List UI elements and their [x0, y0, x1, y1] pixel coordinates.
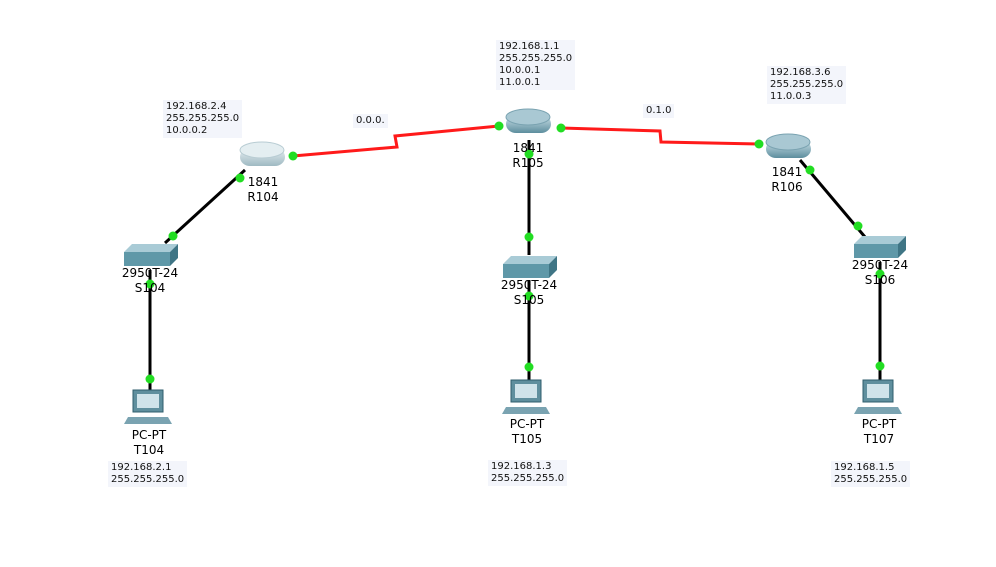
- device-name: T104: [133, 443, 165, 457]
- switch-icon[interactable]: [854, 236, 906, 258]
- serial-link-r104-r105[interactable]: [292, 124, 500, 158]
- device-model: 1841: [771, 165, 803, 179]
- pc-icon[interactable]: [502, 379, 550, 414]
- device-model: 1841: [247, 175, 279, 189]
- note-line: 255.255.255.0: [111, 474, 185, 485]
- note-line: 10.0.0.1: [499, 65, 541, 76]
- router-icon[interactable]: [239, 141, 285, 166]
- device-name: T105: [511, 432, 543, 446]
- device-model: PC-PT: [861, 417, 897, 431]
- note-line: 255.255.255.0: [166, 113, 240, 124]
- note-line: 192.168.1.5: [834, 462, 895, 473]
- device-model: 1841: [512, 141, 544, 155]
- device-name: S105: [513, 293, 545, 307]
- note-line: 192.168.3.6: [770, 67, 831, 78]
- note-line: 192.168.2.4: [166, 101, 227, 112]
- switch-icon[interactable]: [503, 256, 557, 278]
- port-status-dots: [145, 121, 885, 384]
- device-name: S104: [134, 281, 166, 295]
- link-r104-s104[interactable]: [163, 168, 247, 245]
- pc-icon[interactable]: [854, 379, 902, 414]
- device-name: R104: [247, 190, 279, 204]
- note-line: 11.0.0.1: [499, 77, 541, 88]
- device-name: R105: [512, 156, 544, 170]
- note-line: 255.255.255.0: [499, 53, 573, 64]
- device-model: PC-PT: [131, 428, 167, 442]
- device-name: R106: [771, 180, 803, 194]
- device-name: S106: [864, 273, 896, 287]
- note-line: 10.0.0.2: [166, 125, 208, 136]
- device-model: 2950T-24: [121, 266, 179, 280]
- device-model: 2950T-24: [851, 258, 909, 272]
- device-model: PC-PT: [509, 417, 545, 431]
- router-icon[interactable]: [505, 108, 551, 133]
- note-line: 11.0.0.3: [770, 91, 812, 102]
- note-line: 192.168.1.1: [499, 41, 560, 52]
- device-model: 2950T-24: [500, 278, 558, 292]
- note-link-left: 0.0.0.: [353, 114, 388, 128]
- device-name: T107: [863, 432, 895, 446]
- router-icon[interactable]: [765, 133, 811, 158]
- note-line: 255.255.255.0: [834, 474, 908, 485]
- note-link-right: 0.1.0: [643, 104, 675, 118]
- note-line: 192.168.1.3: [491, 461, 552, 472]
- serial-link-r105-r106[interactable]: [560, 126, 760, 146]
- pc-icon[interactable]: [124, 389, 172, 424]
- note-line: 255.255.255.0: [491, 473, 565, 484]
- switch-icon[interactable]: [124, 244, 178, 266]
- note-line: 255.255.255.0: [770, 79, 844, 90]
- note-line: 192.168.2.1: [111, 462, 172, 473]
